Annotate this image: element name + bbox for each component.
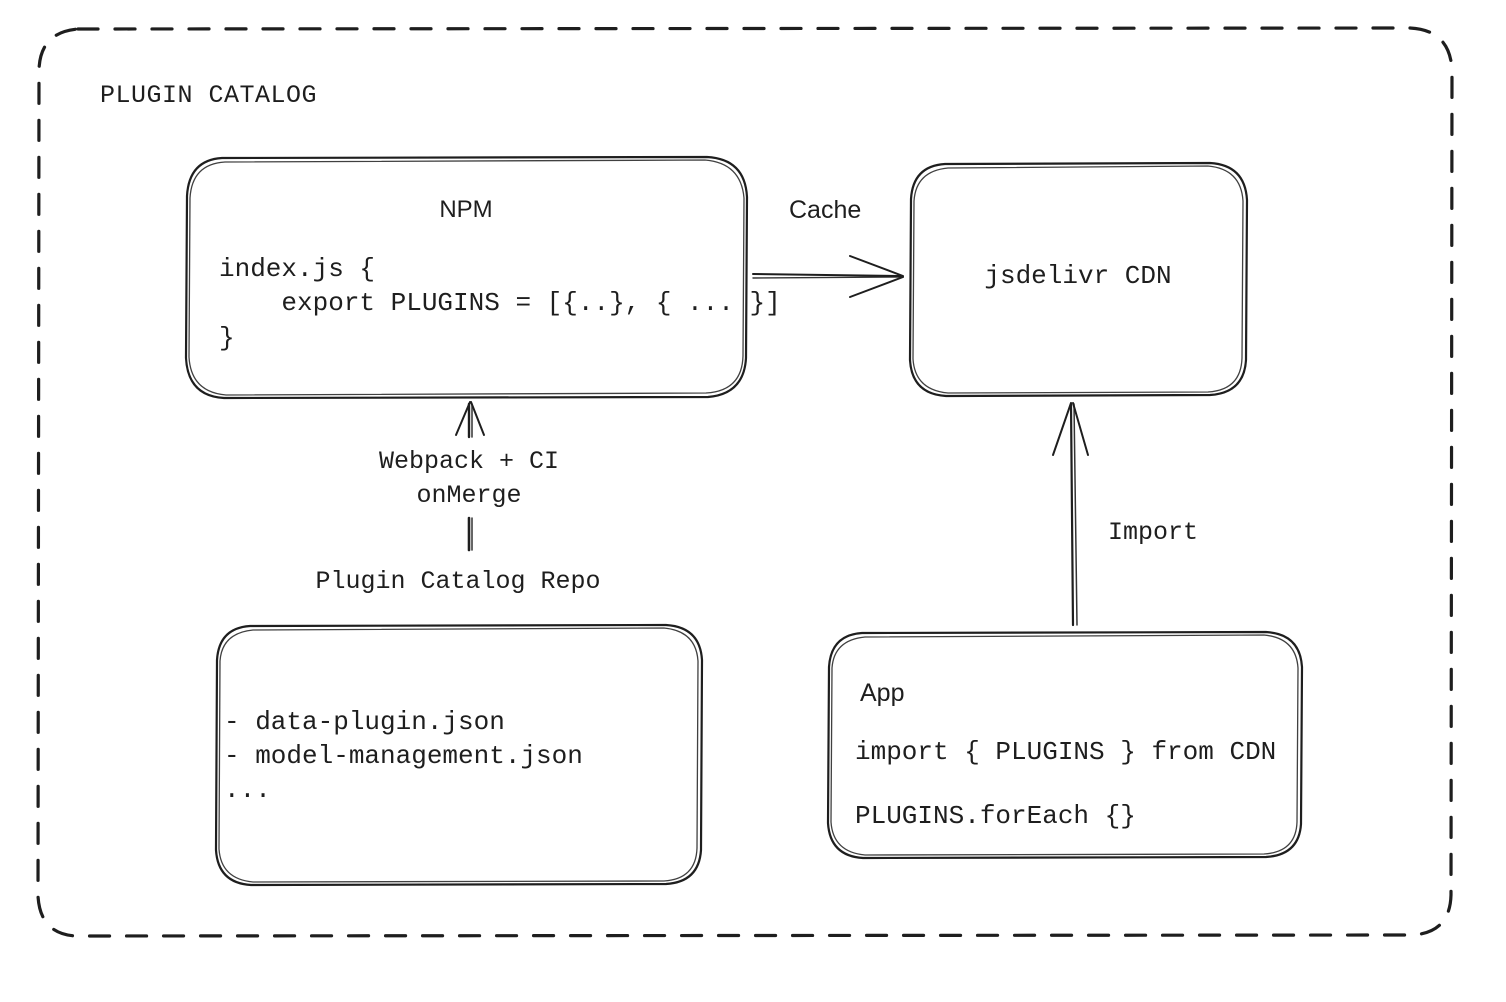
app-node-title: App bbox=[860, 679, 905, 707]
npm-node-title: NPM bbox=[439, 196, 493, 223]
npm-node-code: index.js { export PLUGINS = [{..}, { ...… bbox=[219, 254, 781, 353]
page-title: PLUGIN CATALOG bbox=[100, 81, 318, 110]
cdn-node-title: jsdelivr CDN bbox=[984, 261, 1172, 291]
repo-node-items: - data-plugin.json - model-management.js… bbox=[224, 707, 583, 805]
repo-node-caption: Plugin Catalog Repo bbox=[315, 567, 601, 596]
cache-edge-label: Cache bbox=[789, 196, 862, 224]
import-edge-label: Import bbox=[1108, 518, 1199, 547]
build-edge-label: Webpack + CI onMerge bbox=[378, 447, 560, 510]
app-node-code-line-1: import { PLUGINS } from CDN bbox=[855, 737, 1277, 767]
app-node-code-line-2: PLUGINS.forEach {} bbox=[855, 801, 1136, 831]
import-arrow bbox=[1052, 402, 1089, 627]
